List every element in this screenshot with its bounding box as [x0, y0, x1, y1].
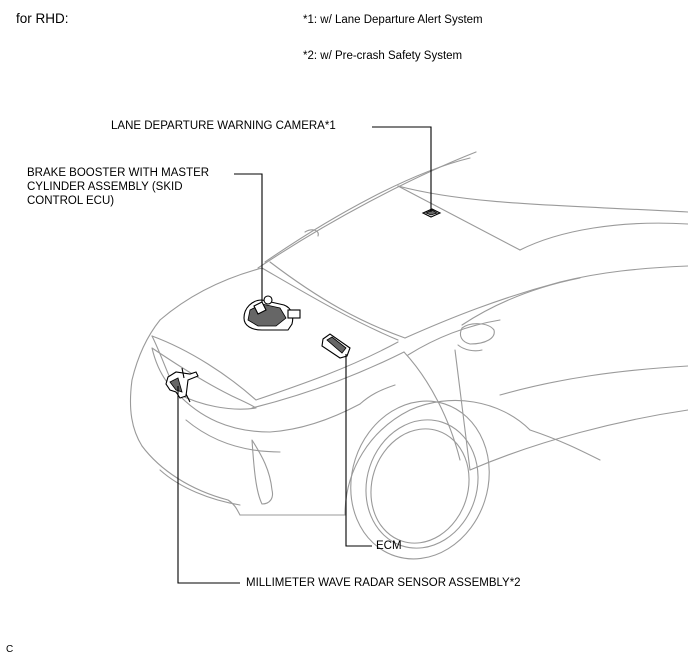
ecm-leader [345, 354, 372, 547]
car-outline [129, 151, 688, 560]
brake-leader [234, 173, 263, 302]
radar-part [165, 367, 199, 403]
radar-label: MILLIMETER WAVE RADAR SENSOR ASSEMBLY*2 [246, 577, 521, 589]
camera-label: LANE DEPARTURE WARNING CAMERA*1 [111, 120, 336, 132]
ecm-label: ECM [376, 540, 402, 552]
brake-booster-label: BRAKE BOOSTER WITH MASTER CYLINDER ASSEM… [27, 167, 210, 207]
leader-lines [177, 126, 432, 584]
footnote-2: *2: w/ Pre-crash Safety System [303, 50, 463, 62]
page-title: for RHD: [16, 11, 69, 26]
ecm-part [321, 333, 351, 359]
brake-booster-part [243, 295, 301, 331]
radar-leader [177, 386, 240, 584]
camera-leader [372, 126, 432, 212]
footnote-1: *1: w/ Lane Departure Alert System [303, 14, 483, 26]
camera-part [421, 208, 442, 218]
figure-code: C [6, 644, 14, 655]
